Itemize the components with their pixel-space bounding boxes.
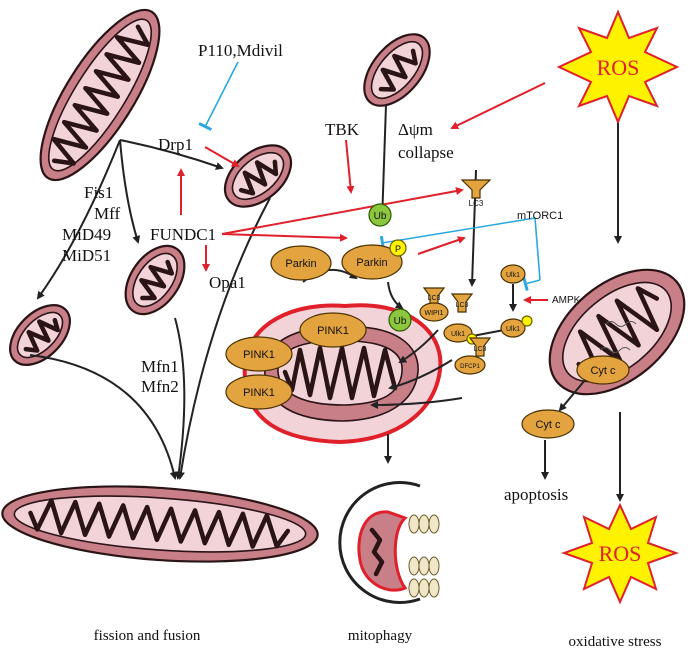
label-cytc-mito: Cyt c: [590, 365, 616, 377]
label-ulk1-phospho: Ulk1: [506, 326, 520, 333]
mitochondrion-oxidative: [548, 268, 686, 396]
label-wipi1: WIPI1: [424, 310, 443, 317]
label-tbk: TBK: [325, 120, 360, 139]
label-p-1: P: [395, 244, 401, 254]
label-fundc1: FUNDC1: [150, 225, 216, 244]
label-ub-1: Ub: [374, 211, 387, 222]
mitochondrion-small-center: [223, 144, 293, 208]
ubiquitin-parkin: Ub: [368, 203, 392, 227]
lc3-top: LC3: [460, 179, 492, 208]
ros-star-top: ROS: [556, 9, 680, 125]
label-fis1: Fis1: [84, 183, 113, 202]
label-cytc-free: Cyt c: [535, 419, 561, 431]
parkin-active: Parkin: [341, 244, 403, 280]
lc3-dfcp1: LC3 DFCP1: [454, 337, 492, 375]
label-dfcp1: DFCP1: [460, 364, 480, 370]
lc3-ulk1: LC3 Ulk1: [443, 293, 478, 345]
label-p110-mdivil: P110,Mdivil: [198, 41, 283, 60]
label-lc3-c: LC3: [474, 346, 487, 353]
label-ros-bottom: ROS: [599, 541, 642, 566]
label-mtorc1: mTORC1: [517, 210, 563, 222]
parkin-free: Parkin: [270, 245, 332, 281]
label-lc3-top: LC3: [469, 199, 484, 208]
panel-title-oxidative-stress: oxidative stress: [569, 634, 662, 650]
mitochondrion-small-opa1: [124, 244, 186, 316]
label-delta-psi: Δψm: [398, 120, 433, 139]
label-parkin-active: Parkin: [356, 257, 387, 269]
label-ros-top: ROS: [597, 55, 640, 80]
label-drp1: Drp1: [158, 135, 193, 154]
label-mfn1: Mfn1: [141, 357, 179, 376]
label-ampk: AMPK: [552, 295, 581, 306]
label-mid49: MiD49: [62, 225, 111, 244]
mitochondrion-large-top: [39, 8, 161, 182]
label-pink1-left-1: PINK1: [243, 349, 275, 361]
cytc-mito: Cyt c: [576, 355, 630, 385]
label-mff: Mff: [94, 204, 120, 223]
label-ulk1-free: Ulk1: [506, 272, 520, 279]
label-mfn2: Mfn2: [141, 377, 179, 396]
label-opa1: Opa1: [209, 273, 246, 292]
lc3-wipi1: LC3 WIPI1: [419, 287, 449, 322]
panel-title-fission-fusion: fission and fusion: [94, 628, 201, 644]
pink1-outer: PINK1: [299, 312, 367, 348]
ubiquitin-mito: Ub: [388, 308, 412, 332]
label-lc3-a: LC3: [428, 295, 441, 302]
mitochondrion-top-center: [363, 33, 431, 107]
pink1-left-1: PINK1: [225, 336, 293, 372]
label-ulk1-mito: Ulk1: [451, 331, 465, 338]
ros-star-bottom: ROS: [561, 502, 679, 605]
label-pink1-outer: PINK1: [317, 325, 349, 337]
phospho-parkin: P: [389, 239, 407, 257]
ulk1-free: Ulk1: [500, 264, 526, 284]
mitochondrion-fused: [1, 485, 319, 563]
panel-title-mitophagy: mitophagy: [348, 628, 413, 644]
label-ub-2: Ub: [394, 316, 407, 327]
label-pink1-left-2: PINK1: [243, 387, 275, 399]
mitochondrion-small-left: [9, 304, 71, 366]
pink1-left-2: PINK1: [225, 374, 293, 410]
cytc-free: Cyt c: [521, 409, 575, 439]
label-collapse: collapse: [398, 143, 454, 162]
autophagosome: [338, 481, 440, 604]
label-parkin-free: Parkin: [285, 258, 316, 270]
label-mid51: MiD51: [62, 246, 111, 265]
label-lc3-b: LC3: [456, 302, 469, 309]
ulk1-phospho: Ulk1: [500, 315, 533, 338]
label-apoptosis: apoptosis: [504, 485, 568, 504]
dna-strand: [599, 321, 637, 353]
